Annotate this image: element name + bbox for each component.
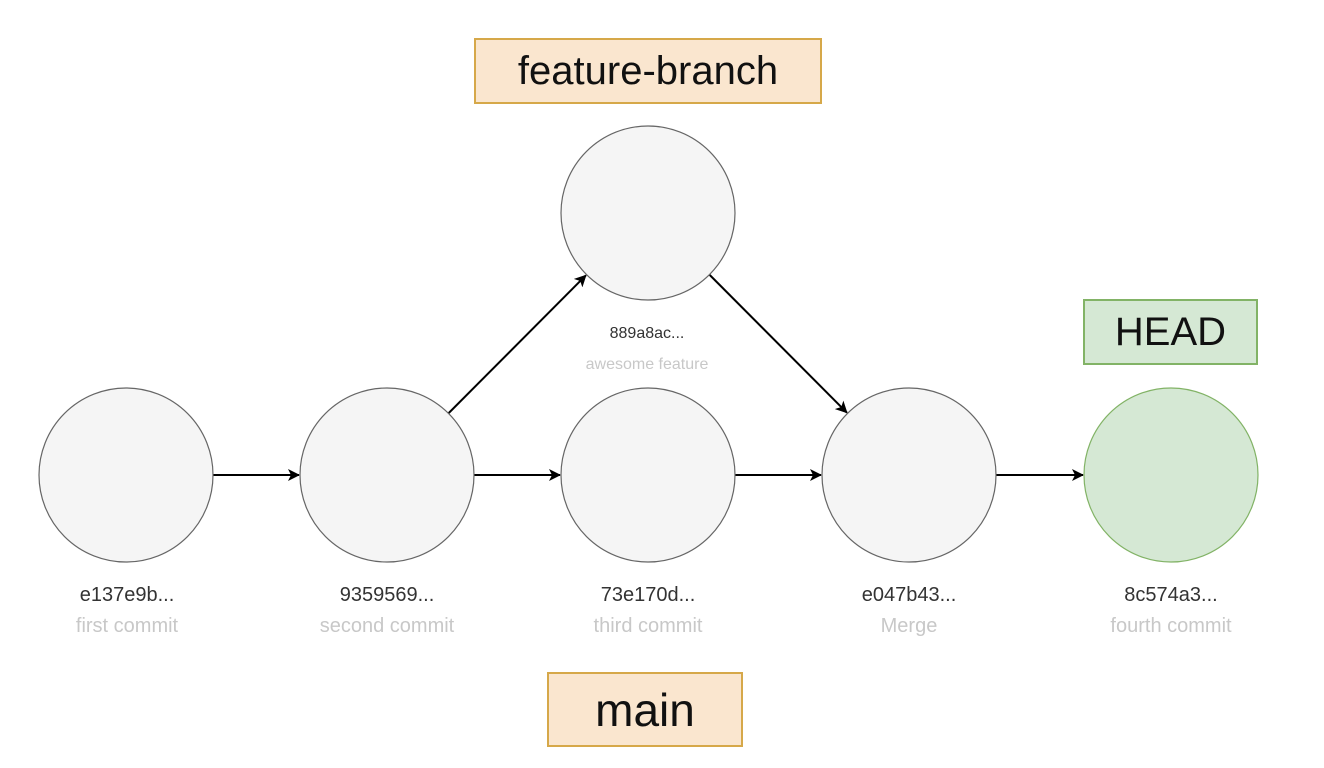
commit-message: Merge: [880, 615, 938, 637]
edges-layer: [213, 273, 1084, 481]
commit-message: fourth commit: [1110, 615, 1232, 637]
edge-arrow-c2-f1: [447, 274, 587, 415]
nodes-layer: [38, 125, 1259, 563]
commit-message: third commit: [593, 615, 703, 637]
commit-message: first commit: [75, 615, 179, 637]
edge-arrow-f1-c4: [708, 273, 848, 414]
commit-node: [299, 387, 475, 563]
commit-message: second commit: [319, 615, 455, 637]
commit-node: [821, 387, 997, 563]
commit-message: awesome feature: [585, 356, 709, 373]
main-branch-label-text: main: [595, 683, 695, 736]
head-label-text: HEAD: [1114, 309, 1227, 354]
commit-node: [560, 387, 736, 563]
feature-branch-label-text: feature-branch: [517, 48, 779, 93]
commit-hash: e137e9b...: [79, 584, 175, 606]
commit-hash: 8c574a3...: [1124, 584, 1218, 606]
feature-branch-label: feature-branch: [474, 38, 822, 104]
head-label: HEAD: [1083, 299, 1258, 365]
main-branch-label: main: [547, 672, 743, 747]
head-commit-node: [1083, 387, 1259, 563]
commit-hash: 889a8ac...: [609, 325, 685, 342]
commit-hash: e047b43...: [861, 584, 957, 606]
commit-hash: 9359569...: [339, 584, 435, 606]
commit-node: [560, 125, 736, 301]
commit-node: [38, 387, 214, 563]
commit-hash: 73e170d...: [600, 584, 696, 606]
